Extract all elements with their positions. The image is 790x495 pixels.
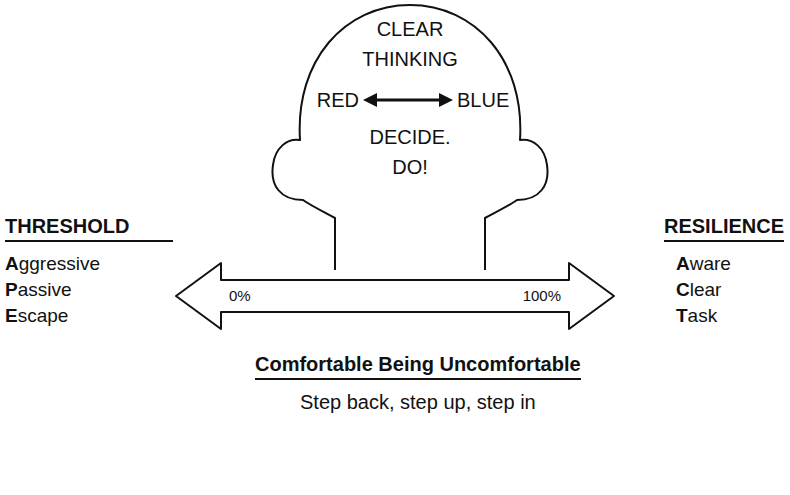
list-item: Aggressive [5, 252, 100, 275]
arrowhead [363, 93, 377, 107]
motto-text: Step back, step up, step in [300, 390, 536, 414]
motto-heading: Comfortable Being Uncomfortable [255, 352, 581, 380]
list-item: Aware [676, 252, 731, 275]
mode-label: RED [285, 88, 359, 112]
list-item: Passive [5, 278, 72, 301]
column-heading: THRESHOLD [5, 214, 173, 242]
list-item: Escape [5, 304, 68, 327]
mode-label: BLUE [457, 88, 517, 112]
head-outline-line [272, 5, 547, 270]
head-action: DECIDE. DO! [355, 122, 465, 182]
arrowhead [439, 93, 453, 107]
choice-arrow-shaft [375, 99, 441, 102]
scale-value: 0% [229, 287, 289, 305]
scale-arrow: 0% 100% [175, 262, 615, 330]
scale-value: 100% [501, 287, 561, 305]
list-item: Clear [676, 278, 721, 301]
head-outline: CLEAR THINKING RED BLUE DECIDE. DO! [265, 0, 555, 270]
head-heading: CLEAR THINKING [345, 14, 475, 74]
list-item: Task [676, 304, 717, 327]
scale-arrow-line [176, 263, 614, 329]
column-heading: RESILIENCE [664, 214, 784, 242]
